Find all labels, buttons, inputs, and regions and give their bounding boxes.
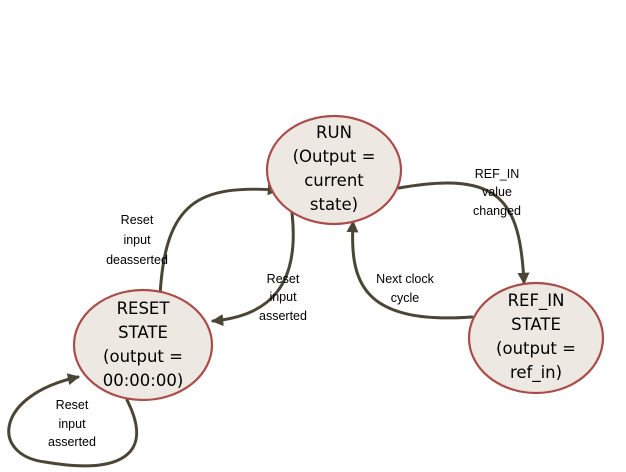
- edge-label-line: asserted: [259, 309, 307, 323]
- state-refin-label-line4: ref_in): [510, 363, 562, 383]
- edge-label-line: Reset: [267, 272, 300, 286]
- state-run-label-line1: RUN: [316, 123, 352, 142]
- edge-reset-self-loop: [7, 373, 139, 468]
- edge-reset-self-label: Reset input asserted: [48, 398, 96, 449]
- state-refin-label-line3: (output =: [496, 339, 576, 358]
- edge-refin-to-run: [346, 220, 474, 320]
- state-refin-label-line1: REF_IN: [508, 291, 565, 311]
- state-reset-label-line3: (output =: [103, 347, 183, 366]
- edge-reset-to-run-label: Reset input deasserted: [106, 213, 168, 267]
- edge-label-line: cycle: [391, 291, 420, 305]
- edge-run-to-reset: [211, 211, 295, 327]
- state-run-label-line3: current: [304, 171, 364, 190]
- state-refin: REF_IN STATE (output = ref_in): [467, 281, 605, 395]
- edge-label-line: REF_IN: [475, 167, 519, 181]
- state-refin-shape: [467, 281, 605, 395]
- state-reset-label-line2: STATE: [118, 323, 168, 342]
- edge-label-line: asserted: [48, 435, 96, 449]
- edge-run-to-reset-label: Reset input asserted: [259, 272, 307, 323]
- edge-label-line: changed: [473, 204, 521, 218]
- edge-run-to-refin-label: REF_IN value changed: [473, 167, 521, 218]
- edge-run-to-refin: [397, 181, 530, 285]
- state-reset: RESET STATE (output = 00:00:00): [72, 288, 214, 402]
- state-reset-label-line4: 00:00:00): [103, 371, 184, 390]
- state-reset-label-line1: RESET: [117, 299, 171, 318]
- state-reset-shape: [72, 288, 214, 402]
- edge-label-line: input: [58, 417, 86, 431]
- edge-label-line: input: [123, 233, 151, 247]
- state-run-shape: [265, 114, 403, 226]
- edge-reset-to-run: [158, 183, 280, 298]
- state-run-label-line2: (Output =: [293, 147, 376, 166]
- state-run-label-line4: state): [310, 195, 358, 214]
- state-refin-label-line2: STATE: [511, 315, 561, 334]
- state-run: RUN (Output = current state): [265, 114, 403, 226]
- edge-label-line: deasserted: [106, 253, 168, 267]
- edge-label-line: Next clock: [376, 272, 434, 286]
- edges: [7, 181, 530, 468]
- edge-label-line: Reset: [121, 213, 154, 227]
- edge-label-line: Reset: [56, 398, 89, 412]
- edge-label-line: value: [482, 185, 512, 199]
- edge-refin-to-run-label: Next clock cycle: [376, 272, 434, 305]
- edge-label-line: input: [269, 290, 297, 304]
